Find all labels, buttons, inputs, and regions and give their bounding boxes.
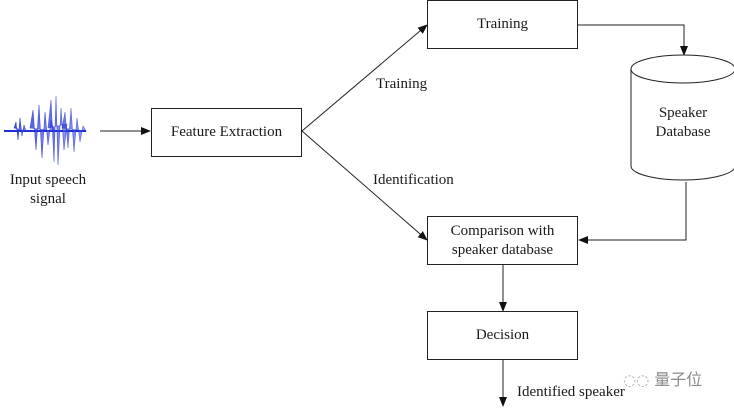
waveform-icon (4, 95, 87, 166)
wechat-icon: ◌◌ (623, 371, 650, 389)
edge-feature-to-training (301, 24, 428, 132)
speaker-database-cylinder (630, 54, 734, 181)
feature-extraction-box: Feature Extraction (151, 108, 302, 157)
input-speech-label: Input speech signal (9, 172, 87, 207)
edge-label-output: Identified speaker (517, 384, 625, 400)
edge-label-training: Training (376, 76, 428, 92)
speaker-database-label: Speaker Database (655, 105, 711, 140)
comparison-box: Comparison with speaker database (427, 216, 578, 265)
edge-database-to-comparison (578, 182, 687, 244)
decision-box: Decision (427, 311, 578, 360)
edge-feature-to-comparison (301, 130, 428, 241)
watermark: ◌◌ 量子位 (623, 370, 703, 389)
edge-label-identification: Identification (373, 172, 454, 188)
edge-training-to-database (578, 24, 688, 56)
edges (100, 24, 688, 407)
training-box: Training (427, 0, 578, 49)
